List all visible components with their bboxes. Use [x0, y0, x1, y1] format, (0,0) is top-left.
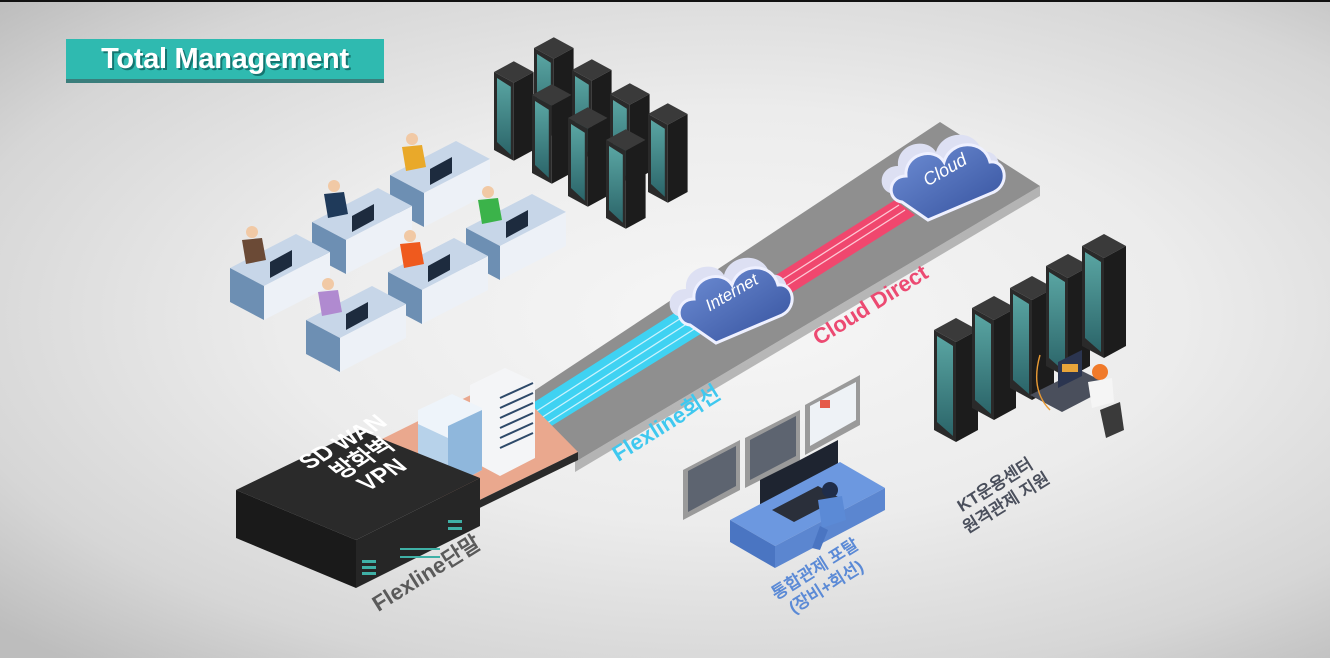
monitor-icon [506, 210, 528, 238]
server-rack [606, 129, 646, 229]
monitor-icon [428, 254, 450, 282]
monitor-icon [346, 302, 368, 330]
worker-head [406, 133, 418, 145]
worker-head [322, 278, 334, 290]
kt-server-rack [934, 318, 978, 442]
top-border [0, 0, 1330, 2]
server-rack [494, 61, 534, 161]
flexline-device [236, 430, 480, 588]
monitor-icon [430, 157, 452, 185]
flexline-circuit-line [525, 303, 720, 430]
worker-head [246, 226, 258, 238]
monitoring-portal-station [683, 375, 885, 568]
internet-cloud-icon [669, 257, 794, 345]
cloud-direct-line [760, 200, 915, 300]
workstation [230, 226, 330, 320]
monitor-icon [352, 204, 374, 232]
monitor-icon [270, 250, 292, 278]
workstation [390, 133, 490, 227]
workstation [312, 180, 412, 274]
server-rack [532, 84, 572, 184]
worker-body [400, 242, 424, 268]
kt-operator [1030, 350, 1124, 438]
worker-body [402, 145, 426, 171]
kt-server-rack [1082, 234, 1126, 358]
worker-body [478, 198, 502, 224]
workstation [388, 230, 488, 324]
page-title: Total Management [101, 42, 349, 75]
workstation [306, 278, 406, 372]
worker-head [328, 180, 340, 192]
office-buildings [418, 368, 535, 488]
worker-body [318, 290, 342, 316]
server-rack [568, 107, 608, 207]
cloud-icon [881, 134, 1006, 222]
title-badge: Total Management [66, 39, 384, 83]
kt-server-rack [972, 296, 1016, 420]
data-center-racks [494, 37, 688, 229]
worker-body [324, 192, 348, 218]
worker-head [482, 186, 494, 198]
kt-operations-racks [934, 234, 1126, 442]
worker-body [242, 238, 266, 264]
worker-head [404, 230, 416, 242]
office-workstations [230, 133, 566, 372]
server-rack [648, 103, 688, 203]
kt-server-rack [1046, 254, 1090, 378]
